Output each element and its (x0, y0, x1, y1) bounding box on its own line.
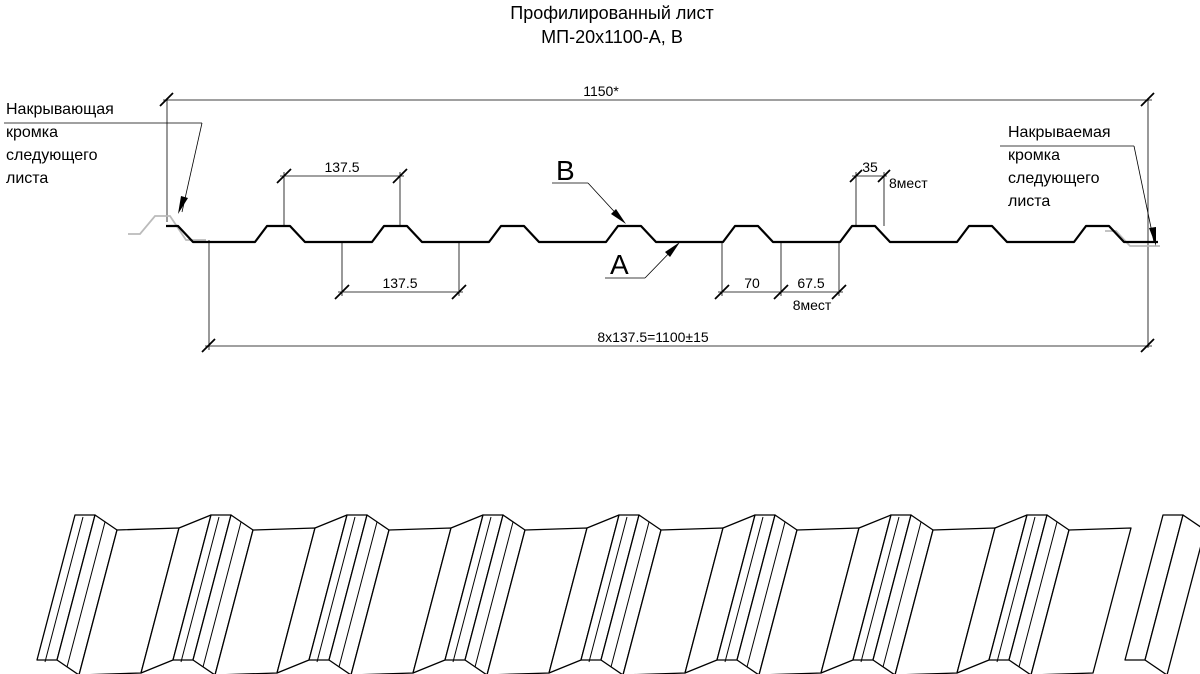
side-b-arrow (611, 209, 626, 224)
top-flat-dimension: 35 8мест (849, 159, 928, 226)
sheet-rib-line (746, 521, 786, 668)
sheet-rib-line (180, 516, 220, 663)
sheet-rib-face (1144, 514, 1200, 674)
sheet-rib-face (872, 514, 934, 674)
sheet-profile-section (166, 224, 1158, 244)
top-pitch-dimension: 137.5 (276, 159, 408, 226)
sheet-rib-face (1008, 514, 1070, 674)
sheet-rib-face (600, 514, 662, 674)
overlapping-edge-line-4: листа (6, 170, 48, 187)
side-a-callout: A (605, 242, 680, 280)
top-flat-label: 35 (862, 159, 878, 175)
working-width-dimension: 8x137.5=1100±15 (201, 240, 1155, 353)
sheet-rib-face (464, 514, 526, 674)
bottom-pitch-label: 137.5 (382, 275, 417, 291)
overlapped-edge-callout: Накрываемая кромка следующего листа (1000, 124, 1156, 246)
overlapped-edge-line-3: следующего (1008, 170, 1100, 187)
overlapping-edge-line-1: Накрывающая (6, 101, 114, 118)
sheet-rib-line (610, 521, 650, 668)
sheet-rib-line (202, 521, 242, 668)
top-pitch-label: 137.5 (324, 159, 359, 175)
sheet-rib-line (882, 521, 922, 668)
overlapped-edge-line-1: Накрываемая (1008, 124, 1111, 141)
sheet-rib-face (736, 514, 798, 674)
overlapping-edge-line-3: следующего (6, 147, 98, 164)
side-a-label: A (610, 249, 629, 280)
sheet-rib-line (66, 521, 106, 668)
sheet-rib-line (724, 516, 764, 663)
overlapped-edge-line-2: кромка (1008, 147, 1060, 164)
adjacent-sheet-right (1105, 230, 1160, 247)
bottom-flat-dimension: 70 67.5 8мест (714, 242, 847, 313)
sheet-isometric-view (36, 514, 1200, 674)
title-line-1: Профилированный лист (510, 3, 713, 23)
side-b-callout: B (552, 155, 626, 224)
top-flat-count-label: 8мест (889, 175, 928, 191)
overlapped-edge-line-4: листа (1008, 193, 1050, 210)
overlapping-edge-callout: Накрывающая кромка следующего листа (4, 101, 203, 214)
title-line-2: МП-20х1100-А, В (541, 27, 683, 47)
sheet-rib-line (474, 521, 514, 668)
sheet-rib-line (316, 516, 356, 663)
bottom-pitch-dimension: 137.5 (334, 242, 467, 300)
sheet-rib-face (192, 514, 254, 674)
working-width-label: 8x137.5=1100±15 (597, 329, 709, 345)
overall-width-label: 1150* (583, 83, 619, 99)
overlapping-edge-arrow (178, 196, 188, 214)
overall-width-dimension: 1150* (159, 83, 1155, 348)
bottom-flat-count-label: 8мест (793, 297, 832, 313)
sheet-rib-line (1018, 521, 1058, 668)
sheet-rib-line (860, 516, 900, 663)
sheet-rib-line (452, 516, 492, 663)
sheet-rib-line (338, 521, 378, 668)
sheet-rib-face (1030, 527, 1132, 674)
bottom-width-label: 70 (744, 275, 760, 291)
side-b-label: B (556, 155, 575, 186)
sheet-rib-face (56, 514, 118, 674)
sheet-rib-line (44, 516, 84, 663)
bottom-flat-label: 67.5 (797, 275, 824, 291)
sheet-rib-face (328, 514, 390, 674)
side-a-arrow (665, 242, 680, 257)
sheet-rib-line (588, 516, 628, 663)
overlapped-edge-arrow (1149, 227, 1156, 246)
sheet-rib-line (996, 516, 1036, 663)
overlapping-edge-line-2: кромка (6, 124, 58, 141)
adjacent-sheet-left (128, 215, 206, 241)
